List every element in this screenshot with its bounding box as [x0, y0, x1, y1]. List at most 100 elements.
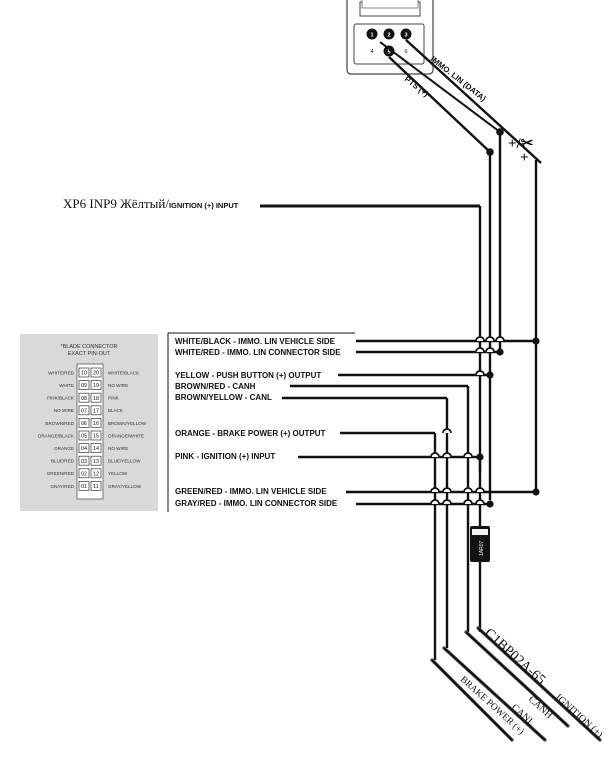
blade-pin-left-color: NO WIRE — [54, 408, 74, 413]
blade-pin-box — [78, 430, 90, 441]
wire-pts-diagonal — [388, 56, 491, 153]
blade-pin-box — [78, 367, 90, 378]
blade-pin-box — [90, 443, 102, 453]
junction-dot — [486, 500, 494, 508]
crossover — [475, 347, 485, 353]
blade-pin-box — [90, 405, 102, 416]
ignition-label-prefix: XP6 INP9 Жёлтый/IGNITION (+) INPUT — [63, 196, 239, 211]
connector-pin-3 — [400, 28, 412, 40]
blade-pin-number: 17 — [93, 408, 99, 414]
blade-pin-number: 11 — [93, 484, 99, 490]
connector-pin-6-label: 6 — [404, 49, 407, 55]
blade-pin-number: 15 — [93, 434, 99, 440]
blade-pin-right-color: BLUE/YELLOW — [108, 459, 141, 464]
blade-pin-right-color: BLACK — [108, 408, 124, 413]
blade-pin-right-color: PINK — [108, 396, 120, 401]
blade-pin-number: 08 — [81, 396, 87, 402]
crossover — [475, 487, 485, 493]
blade-pin-number: 05 — [81, 434, 87, 440]
wire-label-yellow: YELLOW - PUSH BUTTON (+) OUTPUT — [175, 371, 321, 380]
blade-pin-box — [78, 405, 90, 416]
connector-pin-4-label: 4 — [370, 49, 373, 55]
crossover — [475, 336, 485, 342]
inline-module-label: 1AR07 — [479, 540, 485, 556]
blade-pin-right-color: YELLOW — [108, 471, 128, 476]
blade-pin-number: 06 — [81, 421, 87, 427]
blade-pin-number: 03 — [81, 459, 87, 465]
blade-pin-number: 18 — [93, 396, 99, 402]
blade-pin-box — [78, 443, 90, 453]
wire-label-brown-red: BROWN/RED - CANH — [175, 382, 256, 391]
wire-core — [477, 627, 601, 741]
plus-symbol: + — [520, 150, 529, 166]
blade-pin-left-color: WHITE — [59, 383, 74, 388]
inline-module: 1AR07 — [470, 526, 490, 562]
blade-pin-box — [90, 468, 102, 479]
blade-pin-number: 01 — [81, 484, 87, 490]
connector-latch-inner — [361, 0, 419, 9]
horizontal-wires — [282, 339, 536, 506]
top-diagonal-wires — [379, 39, 542, 164]
blade-pin-box — [90, 392, 102, 403]
blade-pin-number: 04 — [81, 446, 87, 452]
blade-pin-box — [78, 380, 90, 390]
immo-lin-data-label: IMMO. LIN (DATA) — [429, 54, 488, 103]
blade-pin-left-color: WHITE/RED — [48, 370, 74, 375]
wire-pts-diagonal-2 — [379, 41, 501, 133]
wire-immo-lin-diagonal — [405, 39, 542, 164]
blade-pin-left-color: BROWN/RED — [45, 421, 74, 426]
junction-dot — [486, 148, 494, 156]
crossover — [463, 452, 473, 458]
blade-pin-left-color: BLUE/RED — [51, 459, 75, 464]
crossover — [442, 487, 452, 493]
inline-module-band — [472, 529, 488, 535]
wire-labels: WHITE/BLACK - IMMO. LIN VEHICLE SIDE WHI… — [175, 337, 341, 508]
blade-pin-box — [78, 455, 90, 466]
connector-pin-2-label: 2 — [387, 33, 390, 39]
crossover — [463, 487, 473, 493]
blade-pin-box — [78, 481, 90, 491]
blade-pin-right-color: BROWN/YELLOW — [108, 421, 147, 426]
connector-pin-1 — [366, 28, 378, 40]
junction-dot — [496, 348, 504, 356]
blade-pin-right-color: NO WIRE — [108, 383, 128, 388]
connector-pin-3-label: 3 — [404, 33, 407, 39]
junction-dot — [496, 128, 504, 136]
crossover — [475, 370, 485, 376]
blade-pin-left-color: GREEN/RED — [47, 471, 75, 476]
crossover — [430, 499, 440, 505]
blade-pin-right-color: GRAY/YELLOW — [108, 484, 142, 489]
wire-label-pink: PINK - IGNITION (+) INPUT — [175, 452, 275, 461]
blade-pin-box — [78, 468, 90, 479]
crossover — [442, 499, 452, 505]
crossover — [485, 336, 495, 342]
crossover — [442, 452, 452, 458]
blade-pin-box — [78, 392, 90, 403]
blade-pin-left-color: ORANGE/BLACK — [38, 433, 75, 438]
blade-pin-left-color: GRAY/RED — [50, 484, 74, 489]
crossover — [475, 499, 485, 505]
junction-dot — [532, 488, 540, 496]
blade-pin-box — [78, 418, 90, 428]
blade-pin-box — [90, 455, 102, 466]
blade-pin-number: 07 — [81, 408, 87, 414]
wire-core — [465, 631, 569, 727]
junction-dots — [476, 337, 540, 508]
blade-pin-left-color: PINK/BLACK — [47, 396, 75, 401]
bottom-diagonal-cores — [431, 627, 601, 741]
blade-pin-box — [90, 430, 102, 441]
junction-dot — [476, 453, 484, 461]
blade-pin-number: 10 — [81, 371, 87, 377]
blade-pin-number: 20 — [93, 371, 99, 377]
blade-pin-left-color: ORANGE — [54, 446, 74, 451]
crossover — [430, 452, 440, 458]
blade-connector-title: *BLADE CONNECTOR — [60, 344, 117, 350]
wire-core — [443, 647, 546, 741]
wire-label-white-black: WHITE/BLACK - IMMO. LIN VEHICLE SIDE — [175, 337, 336, 346]
blade-connector-subtitle: EXACT PIN-OUT — [68, 351, 111, 357]
blade-pin-right-color: ORANGE/WHITE — [108, 433, 144, 438]
ignition-bottom-label: IGNITION (+) — [553, 692, 605, 740]
blade-pin-number: 02 — [81, 471, 87, 477]
